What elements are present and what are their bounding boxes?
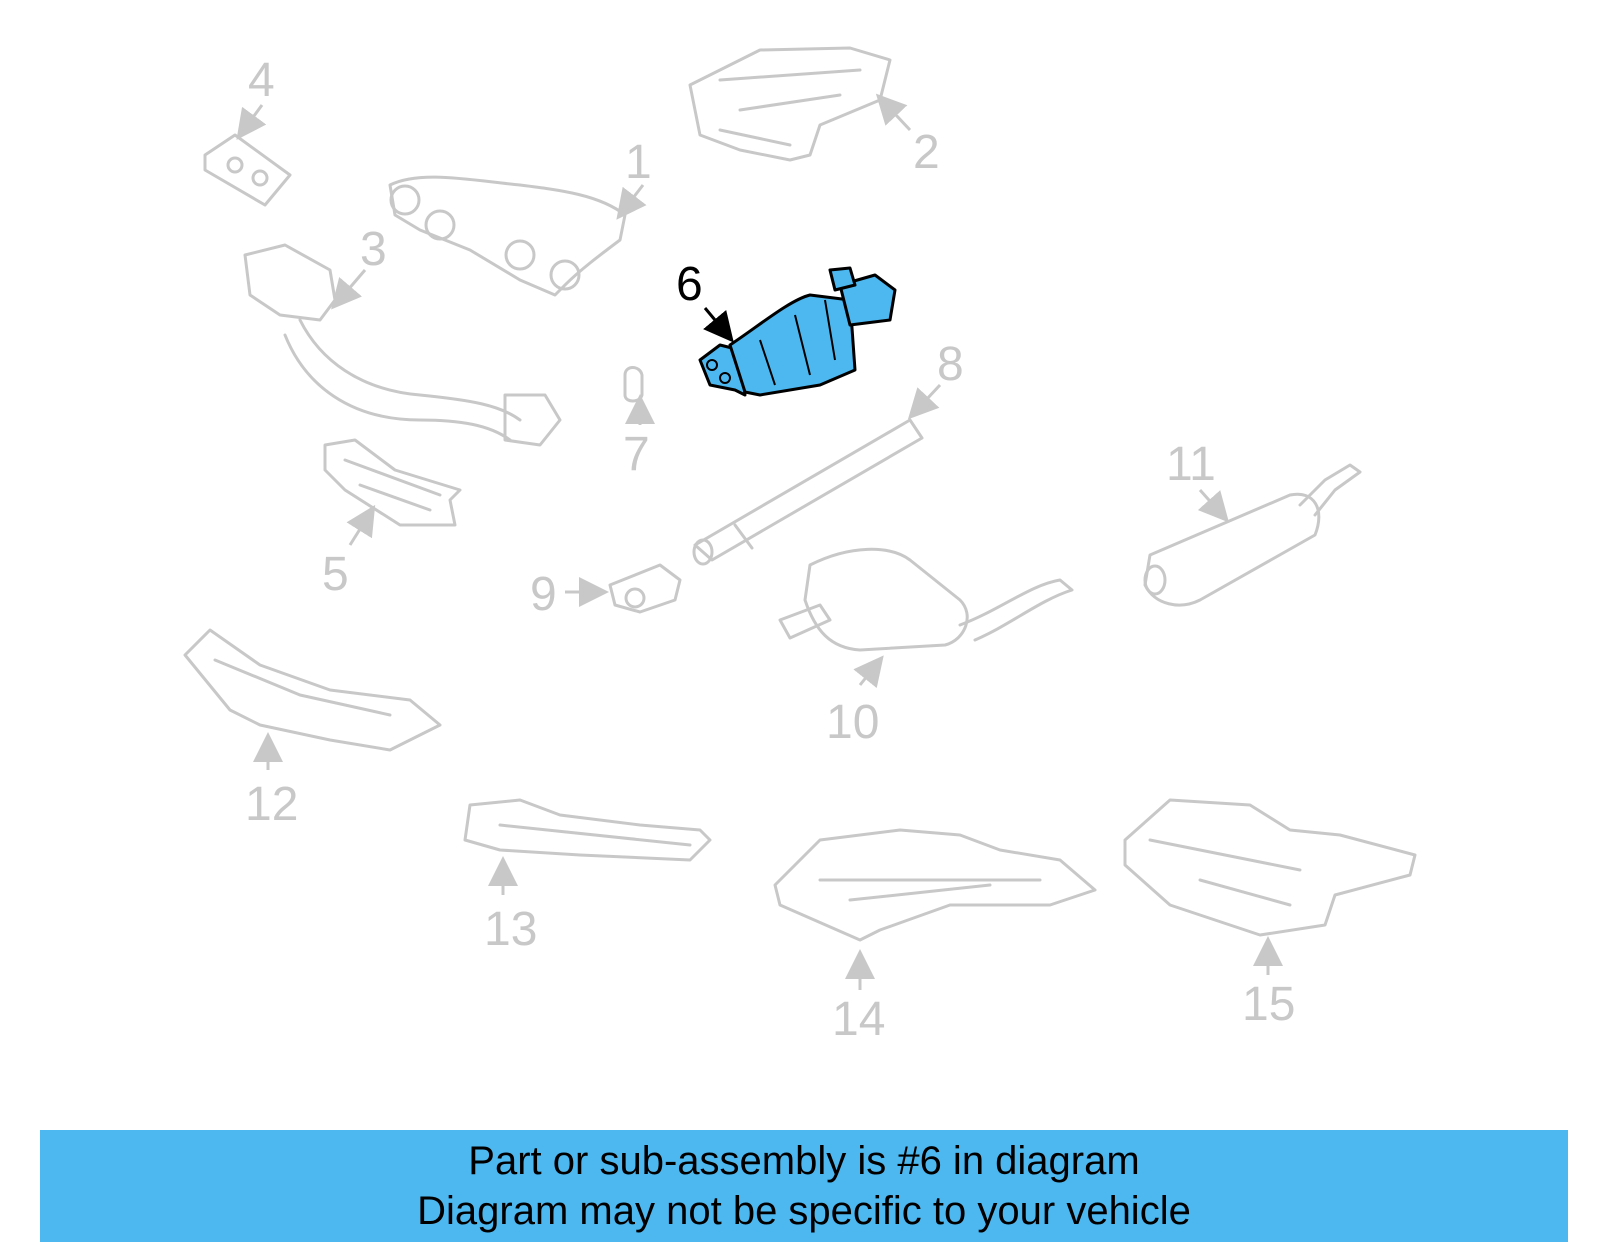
banner-line-part-number: Part or sub-assembly is #6 in diagram xyxy=(468,1139,1140,1183)
part-4-gasket[interactable] xyxy=(203,133,292,207)
callout-15: 15 xyxy=(1242,978,1295,1031)
callout-9: 9 xyxy=(530,568,557,621)
part-9-clamp[interactable] xyxy=(608,563,682,614)
callout-14: 14 xyxy=(832,993,885,1046)
callout-6: 6 xyxy=(676,258,703,311)
callout-12: 12 xyxy=(245,778,298,831)
callout-4: 4 xyxy=(248,54,275,107)
part-1-exhaust-manifold[interactable] xyxy=(388,175,627,297)
part-13-heat-shield[interactable] xyxy=(463,798,712,862)
callout-3: 3 xyxy=(360,223,387,276)
info-banner: Part or sub-assembly is #6 in diagram Di… xyxy=(40,1130,1568,1242)
part-2-bracket[interactable] xyxy=(688,46,892,162)
callout-10: 10 xyxy=(826,696,879,749)
callout-2: 2 xyxy=(913,126,940,179)
part-11-rear-muffler[interactable] xyxy=(1143,463,1362,607)
callout-1: 1 xyxy=(625,136,652,189)
callout-13: 13 xyxy=(484,903,537,956)
part-8-intermediate-pipe[interactable] xyxy=(692,418,924,566)
part-5-heat-shield[interactable] xyxy=(323,438,462,527)
callout-5: 5 xyxy=(322,548,349,601)
banner-line-disclaimer: Diagram may not be specific to your vehi… xyxy=(417,1189,1191,1233)
part-10-center-muffler[interactable] xyxy=(778,547,1074,652)
callout-7: 7 xyxy=(623,428,650,481)
part-14-heat-shield[interactable] xyxy=(773,828,1097,942)
part-7-bushing[interactable] xyxy=(623,366,644,403)
part-12-heat-shield[interactable] xyxy=(183,628,442,752)
part-3-front-pipe[interactable] xyxy=(243,243,562,447)
exhaust-parts-diagram: 1 2 3 4 5 6 7 xyxy=(183,46,1417,1046)
callout-8: 8 xyxy=(937,338,964,391)
callout-11: 11 xyxy=(1166,438,1216,491)
part-6-catalytic-converter[interactable] xyxy=(698,266,897,397)
part-15-floor-heat-shield[interactable] xyxy=(1123,798,1417,937)
